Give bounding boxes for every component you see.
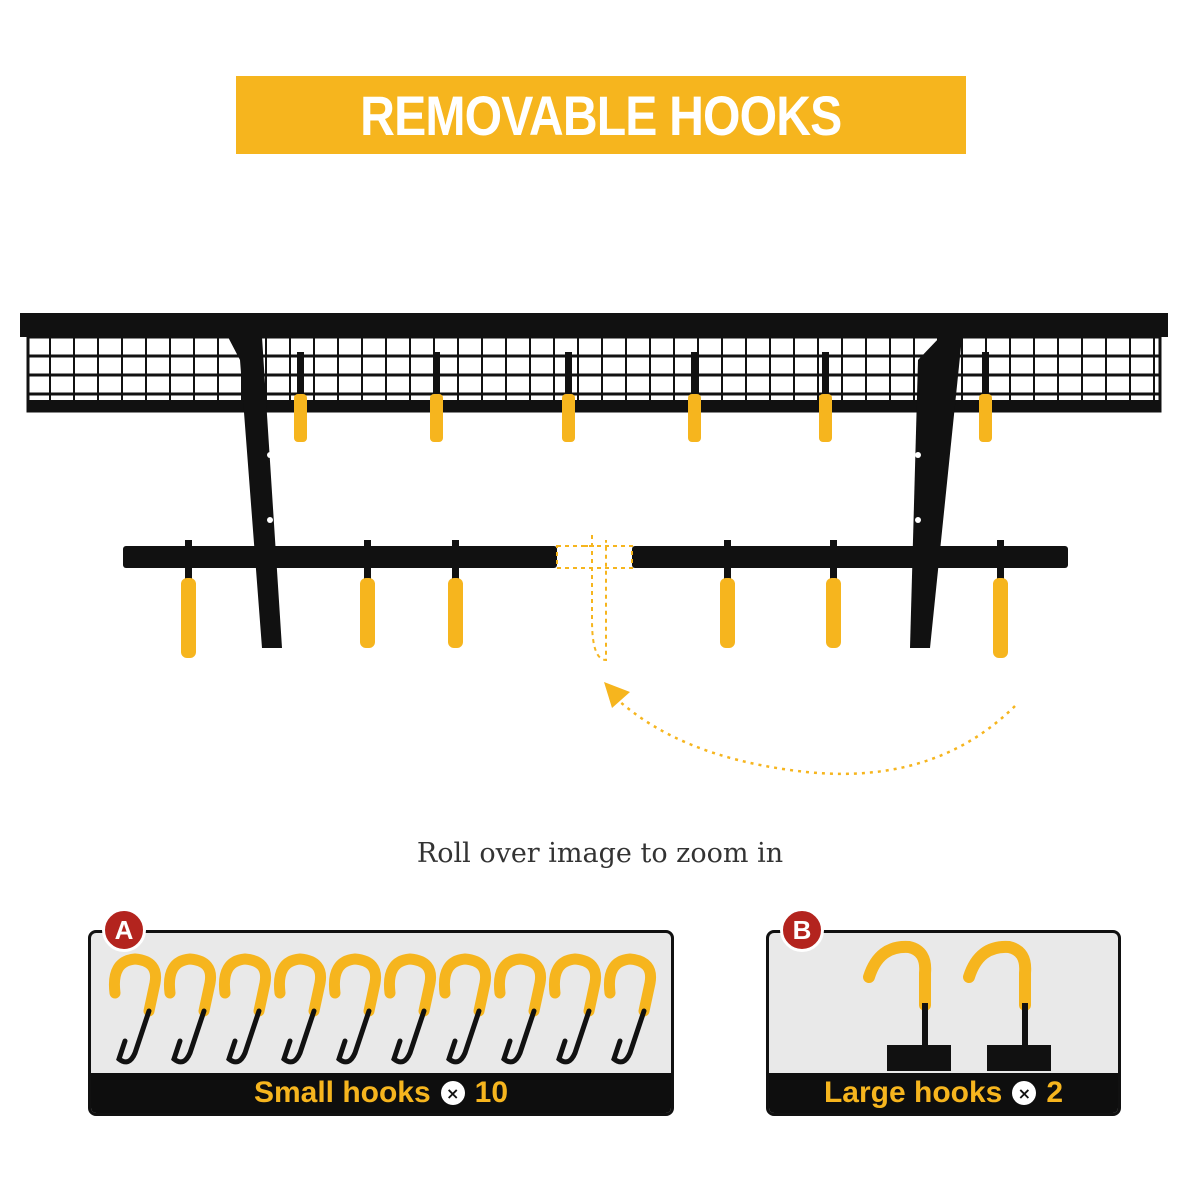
large-hooks-card: Large hooks × 2 [766, 930, 1121, 1116]
badge-a: A [102, 908, 146, 952]
hook-icon [163, 953, 217, 1065]
shelf-hook [979, 352, 992, 442]
left-bracket [228, 337, 282, 648]
shelf-hook [819, 352, 832, 442]
storage-rack-illustration [20, 313, 1168, 776]
hook-icon [273, 953, 327, 1065]
rod-hook [993, 540, 1008, 658]
rod-hook [181, 540, 196, 658]
large-hooks-footer: Large hooks × 2 [769, 1073, 1118, 1113]
times-icon: × [440, 1081, 465, 1105]
badge-b: B [780, 908, 824, 952]
small-hooks-label: Small hooks [253, 1076, 431, 1109]
hang-rod-left [123, 546, 557, 568]
hook-icon [863, 940, 951, 1071]
right-bracket [910, 337, 962, 648]
small-hooks-footer: Small hooks × 10 [91, 1073, 671, 1113]
shelf-hook [430, 352, 443, 442]
hook-icon [328, 953, 382, 1065]
times-icon: × [1012, 1081, 1037, 1105]
hook-icon [493, 953, 547, 1065]
rod-hook [360, 540, 375, 648]
banner-title: REMOVABLE HOOKS [360, 83, 842, 147]
removed-hook-outline [556, 545, 633, 569]
hook-icon [108, 953, 162, 1065]
large-hooks-label: Large hooks [823, 1076, 1003, 1109]
rotate-arrow-icon [604, 682, 1016, 776]
rod-hook [720, 540, 735, 648]
hook-icon [963, 940, 1051, 1071]
hook-icon [383, 953, 437, 1065]
rod-hook [826, 540, 841, 648]
shelf-hook [294, 352, 307, 442]
shelf-hook [688, 352, 701, 442]
small-hooks-illustration [108, 953, 657, 1065]
hang-rod-right [632, 546, 1068, 568]
zoom-hint: Roll over image to zoom in [416, 838, 784, 869]
small-hooks-card: Small hooks × 10 [88, 930, 674, 1116]
hook-icon [548, 953, 602, 1065]
title-banner: REMOVABLE HOOKS [236, 76, 966, 154]
rod-hook [448, 540, 463, 648]
small-hooks-count: 10 [474, 1076, 509, 1109]
large-hooks-illustration [863, 940, 1051, 1071]
hook-icon [218, 953, 272, 1065]
shelf-hook [562, 352, 575, 442]
large-hooks-count: 2 [1046, 1076, 1064, 1109]
hook-icon [603, 953, 657, 1065]
hook-icon [438, 953, 492, 1065]
